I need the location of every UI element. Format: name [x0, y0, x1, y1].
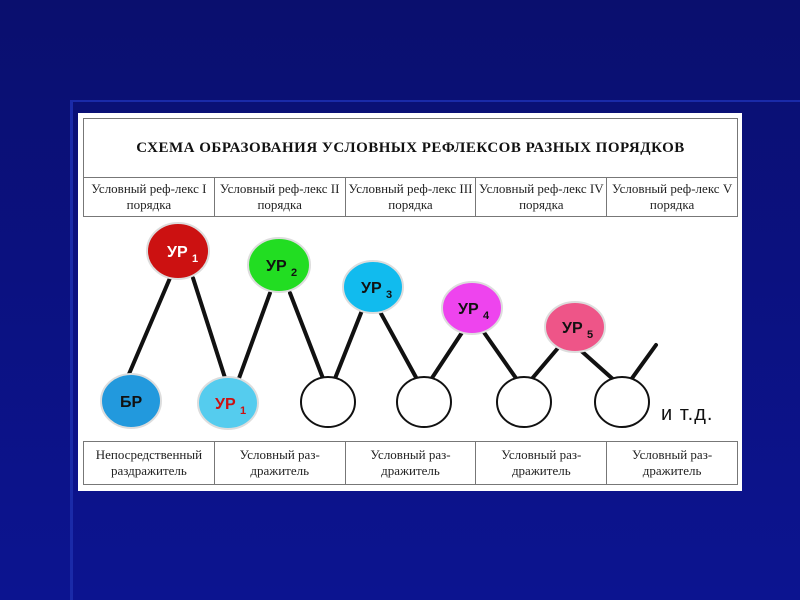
node-ur2: УР 2 — [247, 237, 311, 293]
node-br-circle — [100, 373, 162, 429]
node-ur4-label: УР — [458, 301, 479, 318]
node-ur2-circle — [247, 237, 311, 293]
node-ur2-label: УР — [266, 258, 287, 275]
node-ur1-bottom-sub: 1 — [240, 405, 246, 417]
background-accent-line — [70, 100, 73, 600]
node-ur4-circle — [441, 281, 503, 335]
reflex-chain-diagram: УР 1 УР 2 УР 3 УР 4 УР 5 БР — [100, 222, 658, 430]
line-c3-ur5 — [528, 346, 560, 383]
node-ur5-sub: 5 — [587, 329, 593, 341]
node-ur4-sub: 4 — [483, 310, 490, 322]
line-br-ur1 — [124, 276, 172, 383]
header-row: Условный реф-лекс I порядка Условный реф… — [83, 177, 738, 217]
line-c4-continuation — [628, 343, 658, 383]
line-ur5-c4 — [576, 346, 617, 383]
node-ur1-bottom-label: УР — [215, 396, 236, 413]
header-cell-1: Условный реф-лекс I порядка — [84, 178, 215, 216]
header-cell-5: Условный реф-лекс V порядка — [611, 181, 733, 212]
header-cell-3: Условный реф-лекс III порядка — [346, 178, 477, 216]
line-ur1b-ur2 — [236, 291, 272, 383]
node-ur3-sub: 3 — [386, 289, 392, 301]
footer-row: Непосредственный раздражитель Условный р… — [83, 441, 738, 485]
node-br-label: БР — [120, 394, 143, 411]
empty-node-3 — [496, 376, 552, 428]
node-ur1-bottom: УР 1 — [197, 376, 259, 430]
etc-label: и т.д. — [661, 403, 714, 425]
header-cell-4: Условный реф-лекс IV порядка — [476, 178, 608, 216]
line-c1-ur3 — [332, 306, 365, 383]
header-cell-2: Условный реф-лекс II порядка — [215, 178, 346, 216]
node-ur1-bottom-circle — [197, 376, 259, 430]
empty-node-2 — [396, 376, 452, 428]
node-ur1-top-label: УР — [167, 244, 188, 261]
line-ur3-c2 — [376, 306, 420, 383]
footer-cell-3: Условный раз-дражитель — [346, 442, 477, 484]
line-ur4-c3 — [481, 329, 520, 383]
node-ur5: УР 5 — [544, 301, 606, 353]
node-ur5-circle — [544, 301, 606, 353]
line-ur2-c1 — [288, 291, 326, 383]
node-ur3-label: УР — [361, 280, 382, 297]
diagram-panel: СХЕМА ОБРАЗОВАНИЯ УСЛОВНЫХ РЕФЛЕКСОВ РАЗ… — [78, 113, 742, 491]
empty-node-4 — [594, 376, 650, 428]
footer-cell-1: Непосредственный раздражитель — [84, 442, 215, 484]
node-ur2-sub: 2 — [291, 267, 297, 279]
footer-cell-5: Условный раз-дражитель — [632, 447, 713, 478]
node-ur1-top-sub: 1 — [192, 253, 198, 265]
node-ur3: УР 3 — [342, 260, 404, 314]
node-br: БР — [100, 373, 162, 429]
line-c2-ur4 — [428, 329, 465, 383]
node-ur4: УР 4 — [441, 281, 503, 335]
footer-cell-4: Условный раз-дражитель — [476, 442, 608, 484]
node-ur1-top: УР 1 — [146, 222, 210, 280]
empty-node-1 — [300, 376, 356, 428]
background-accent-hline — [70, 100, 800, 102]
line-ur1-ur1b — [191, 276, 228, 383]
node-ur3-circle — [342, 260, 404, 314]
node-ur1-top-circle — [146, 222, 210, 280]
connector-lines — [124, 276, 658, 383]
footer-cell-2: Условный раз-дражитель — [215, 442, 346, 484]
node-ur5-label: УР — [562, 320, 583, 337]
